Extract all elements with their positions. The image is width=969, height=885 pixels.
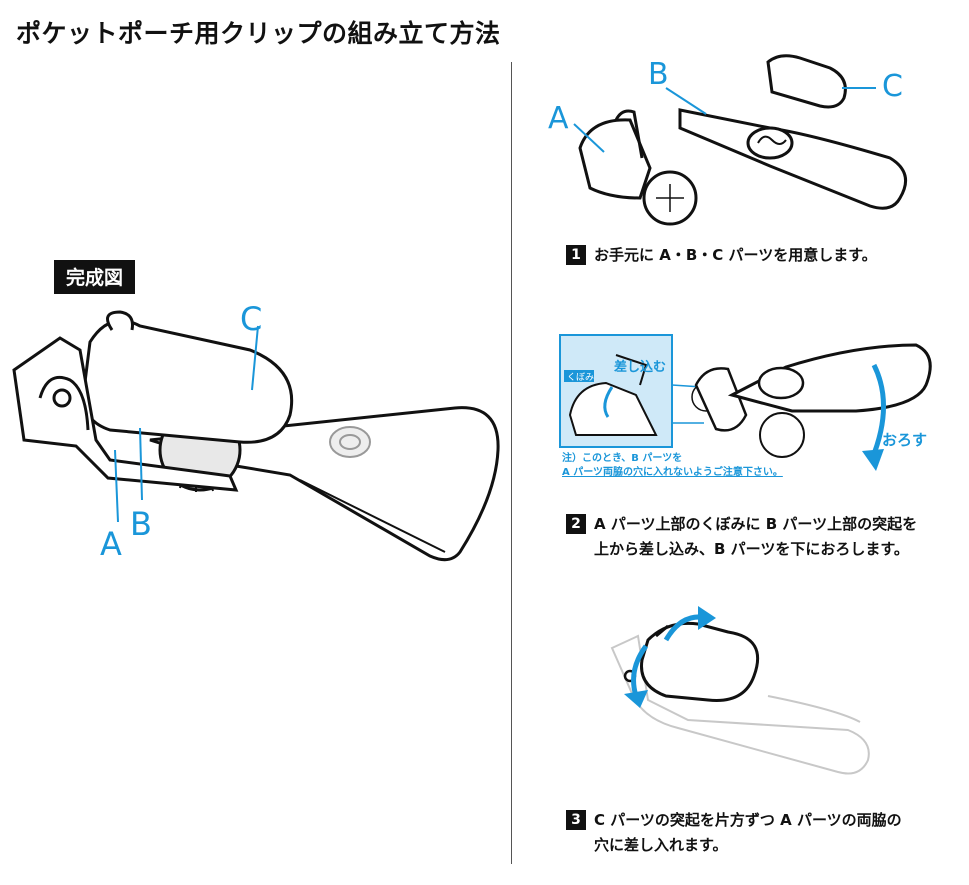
page-title: ポケットポーチ用クリップの組み立て方法 <box>16 19 501 48</box>
label-c: C <box>240 300 262 338</box>
part-a-shape <box>578 118 652 200</box>
step3-text-line1: C パーツの突起を片方ずつ A パーツの両脇の <box>594 811 902 829</box>
step1-text: お手元に A・B・C パーツを用意します。 <box>594 246 877 264</box>
step2-text-line2: 上から差し込み、B パーツを下におろします。 <box>594 540 909 558</box>
inset-insert-label: 差し込む <box>614 359 666 375</box>
step1-label-a: A <box>548 101 569 136</box>
step3-number: 3 <box>566 810 586 830</box>
label-b: B <box>130 505 152 543</box>
step1-parts-illustration: A B C <box>548 54 908 226</box>
column-divider <box>511 62 512 864</box>
step1-label-c: C <box>882 69 903 104</box>
label-a: A <box>100 525 122 563</box>
step1-instruction: 1 お手元に A・B・C パーツを用意します。 <box>566 243 877 268</box>
inset-tag: くぼみ <box>567 372 594 383</box>
step1-label-b: B <box>648 57 669 92</box>
step2-insert-illustration: くぼみ 差し込む おろす <box>559 334 932 471</box>
step2-instruction: 2 A パーツ上部のくぼみに B パーツ上部の突起を 上から差し込み、B パーツ… <box>566 512 917 562</box>
strap-rivet <box>329 426 371 458</box>
step3-cover-part <box>640 621 760 702</box>
note-line-2: A パーツ両脇の穴に入れないようご注意下さい。 <box>562 467 783 478</box>
step3-instruction: 3 C パーツの突起を片方ずつ A パーツの両脇の 穴に差し入れます。 <box>566 808 902 858</box>
completed-badge: 完成図 <box>54 260 136 294</box>
note-line-1: 注）このとき、B パーツを <box>562 453 683 464</box>
step3-attach-illustration <box>610 606 870 775</box>
step2-number: 2 <box>566 514 586 534</box>
part-c-shape <box>766 54 847 109</box>
step2-text-line1: A パーツ上部のくぼみに B パーツ上部の突起を <box>594 515 918 533</box>
step1-number: 1 <box>566 245 586 265</box>
part-b-shape <box>678 108 908 210</box>
cover-part <box>82 319 294 444</box>
completed-clip-illustration: C A B <box>12 300 500 563</box>
base-part <box>12 336 239 492</box>
step3-text-line2: 穴に差し入れます。 <box>594 836 728 854</box>
step2-caution-note: 注）このとき、B パーツを A パーツ両脇の穴に入れないようご注意下さい。 <box>562 452 783 480</box>
lower-label: おろす <box>882 431 927 449</box>
